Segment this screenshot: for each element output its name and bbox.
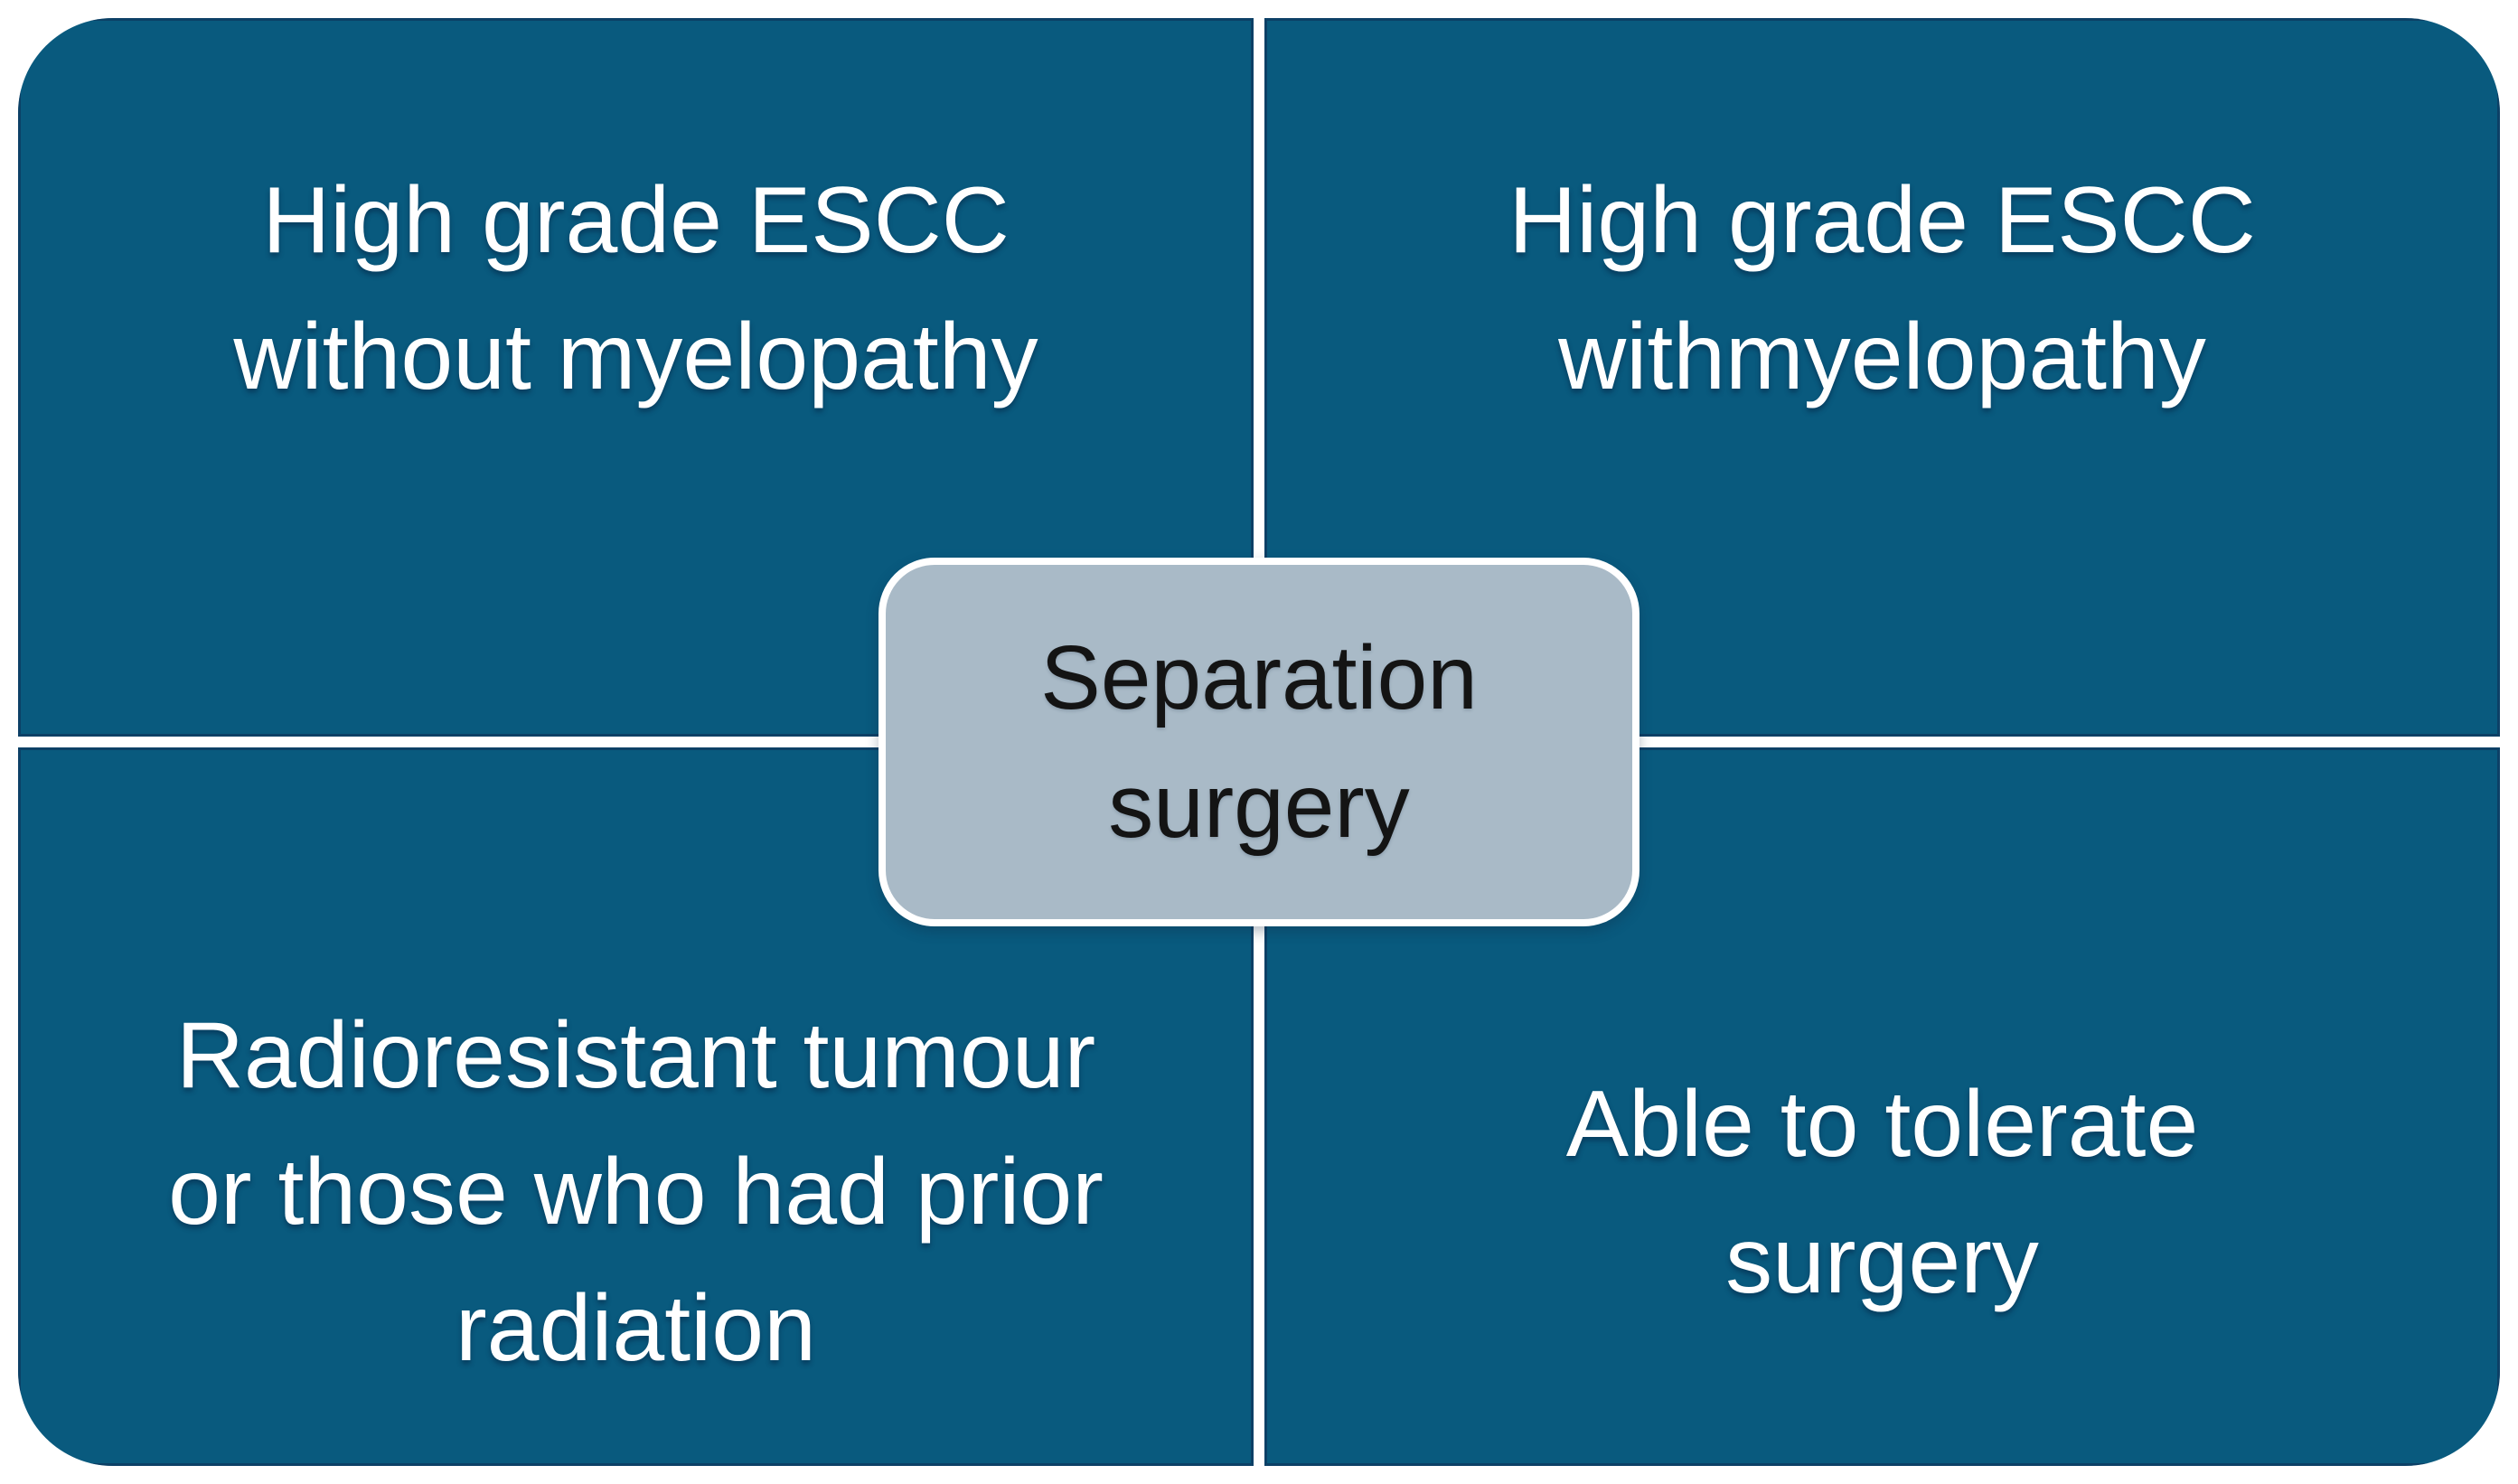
quadrant-bottom-left: Radioresistant tumour or those who had p…: [18, 747, 1254, 1466]
quadrant-top-left: High grade ESCC without myelopathy: [18, 18, 1254, 737]
quadrant-bottom-left-label: Radioresistant tumour or those who had p…: [168, 1003, 1104, 1381]
center-node: Separation surgery: [878, 558, 1640, 926]
quadrant-bottom-right-label: Able to tolerate surgery: [1565, 1071, 2199, 1313]
quadrant-top-right-label: High grade ESCC withmyelopathy: [1508, 168, 2256, 409]
center-node-label: Separation surgery: [1040, 627, 1478, 857]
quadrant-top-left-label: High grade ESCC without myelopathy: [233, 168, 1038, 409]
